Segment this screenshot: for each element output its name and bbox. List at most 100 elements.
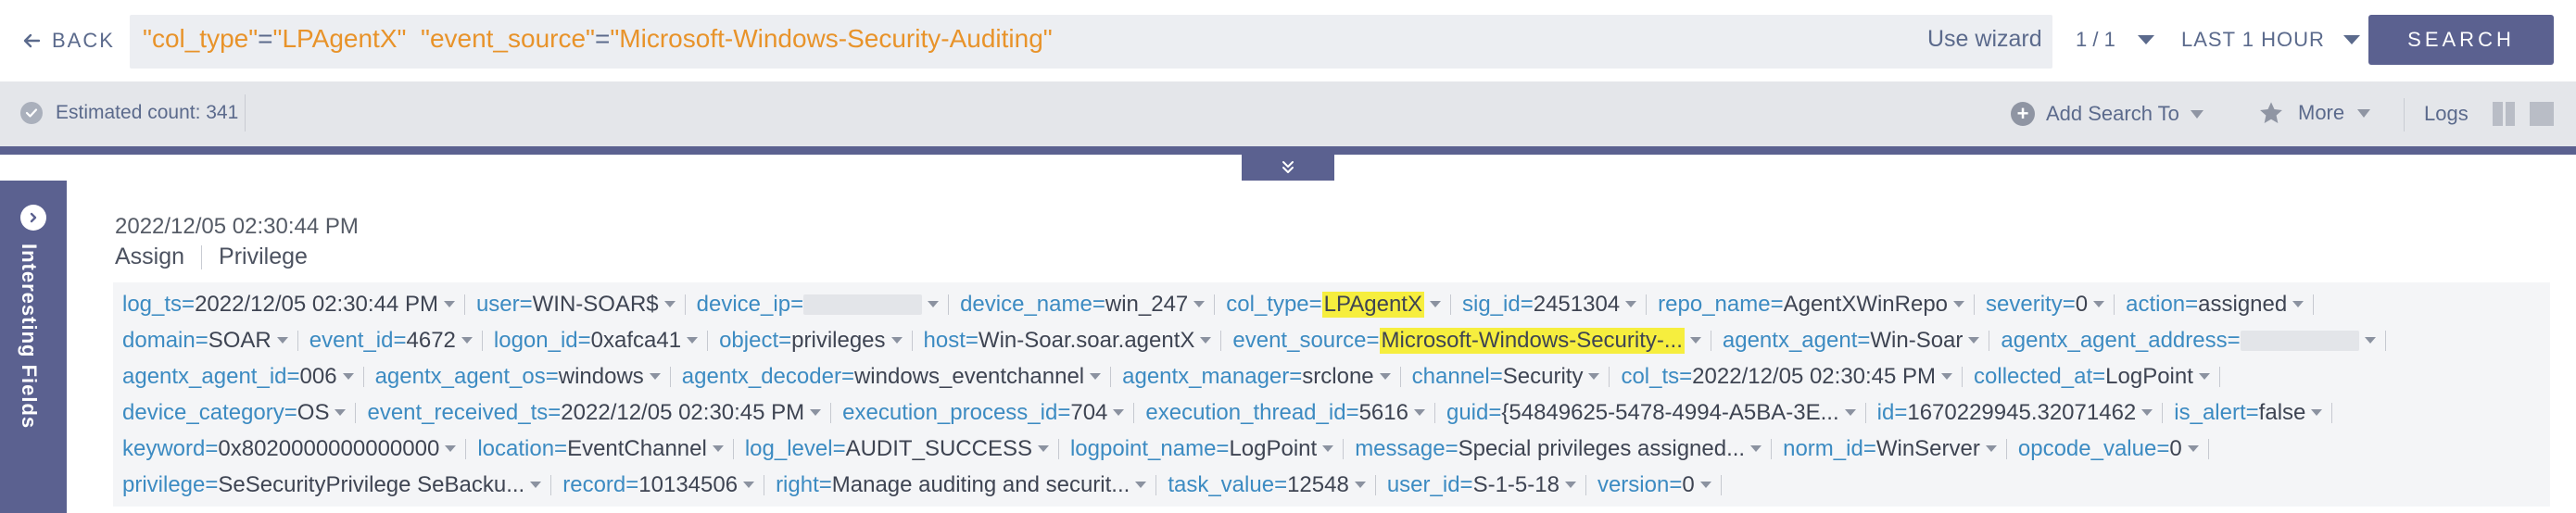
chevron-down-icon[interactable] — [1113, 409, 1125, 416]
field-device-name[interactable]: device_name=win_247 — [960, 292, 1206, 318]
field-agentx-agent-os[interactable]: agentx_agent_os=windows — [375, 364, 661, 390]
field-repo-name[interactable]: repo_name=AgentXWinRepo — [1658, 292, 1965, 318]
field-device-ip[interactable]: device_ip= — [697, 292, 940, 318]
field-guid[interactable]: guid={54849625-5478-4994-A5BA-3E... — [1446, 400, 1856, 426]
chevron-down-icon[interactable] — [2292, 301, 2305, 307]
search-button[interactable]: SEARCH — [2368, 15, 2554, 65]
split-view-icon[interactable] — [2493, 102, 2515, 126]
field-action[interactable]: action=assigned — [2126, 292, 2305, 318]
field-logon-id[interactable]: logon_id=0xafca41 — [494, 328, 699, 354]
back-button[interactable]: BACK — [22, 28, 115, 54]
field-id[interactable]: id=1670229945.32071462 — [1877, 400, 2153, 426]
field-agentx-agent-id[interactable]: agentx_agent_id=006 — [122, 364, 354, 390]
field-log-ts[interactable]: log_ts=2022/12/05 02:30:44 PM — [122, 292, 455, 318]
field-sig-id[interactable]: sig_id=2451304 — [1462, 292, 1637, 318]
field-channel[interactable]: channel=Security — [1412, 364, 1600, 390]
field-user[interactable]: user=WIN-SOAR$ — [476, 292, 676, 318]
field-message[interactable]: message=Special privileges assigned... — [1355, 436, 1762, 462]
chevron-down-icon[interactable] — [1689, 337, 1701, 344]
field-host[interactable]: host=Win-Soar.soar.agentX — [924, 328, 1212, 354]
chevron-down-icon[interactable] — [1699, 482, 1711, 488]
field-collected-at[interactable]: collected_at=LogPoint — [1974, 364, 2210, 390]
field-logpoint-name[interactable]: logpoint_name=LogPoint — [1070, 436, 1334, 462]
use-wizard-link[interactable]: Use wizard — [1927, 26, 2042, 52]
chevron-down-icon[interactable] — [1429, 301, 1441, 307]
field-norm-id[interactable]: norm_id=WinServer — [1783, 436, 1997, 462]
chevron-down-icon[interactable] — [530, 482, 542, 488]
field-privilege[interactable]: privilege=SeSecurityPrivilege SeBacku... — [122, 472, 542, 498]
chevron-down-icon[interactable] — [2093, 301, 2105, 307]
chevron-down-icon[interactable] — [1413, 409, 1425, 416]
chevron-down-icon[interactable] — [890, 337, 903, 344]
add-search-to-button[interactable]: + Add Search To — [2011, 102, 2203, 126]
chevron-down-icon[interactable] — [663, 301, 676, 307]
chevron-down-icon[interactable] — [1354, 482, 1366, 488]
chevron-down-icon[interactable] — [1193, 301, 1206, 307]
field-opcode-value[interactable]: opcode_value=0 — [2018, 436, 2199, 462]
chevron-down-icon[interactable] — [1200, 337, 1212, 344]
chevron-down-icon[interactable] — [1941, 373, 1953, 380]
chevron-down-icon[interactable] — [335, 409, 347, 416]
field-execution-thread-id[interactable]: execution_thread_id=5616 — [1145, 400, 1425, 426]
chevron-down-icon[interactable] — [1968, 337, 1980, 344]
chevron-down-icon[interactable] — [1985, 445, 1997, 452]
field-event-id[interactable]: event_id=4672 — [309, 328, 473, 354]
field-device-category[interactable]: device_category=OS — [122, 400, 347, 426]
time-range-dropdown[interactable]: LAST 1 HOUR — [2181, 28, 2360, 52]
chevron-down-icon[interactable] — [443, 301, 455, 307]
field-is-alert[interactable]: is_alert=false — [2174, 400, 2323, 426]
chevron-down-icon[interactable] — [2141, 409, 2153, 416]
field-location[interactable]: location=EventChannel — [477, 436, 724, 462]
chevron-down-icon[interactable] — [2187, 445, 2199, 452]
field-task-value[interactable]: task_value=12548 — [1168, 472, 1366, 498]
chevron-down-icon[interactable] — [276, 337, 288, 344]
chevron-down-icon[interactable] — [1588, 373, 1600, 380]
chevron-down-icon[interactable] — [1953, 301, 1965, 307]
field-agentx-agent-address[interactable]: agentx_agent_address= — [2001, 328, 2376, 354]
chevron-down-icon[interactable] — [1844, 409, 1856, 416]
chevron-down-icon[interactable] — [928, 301, 940, 307]
query-input[interactable]: "col_type"="LPAgentX" "event_source"="Mi… — [130, 15, 2052, 69]
field-agentx-agent[interactable]: agentx_agent=Win-Soar — [1723, 328, 1980, 354]
chevron-down-icon[interactable] — [445, 445, 457, 452]
more-button[interactable]: More — [2257, 100, 2371, 126]
field-user-id[interactable]: user_id=S-1-5-18 — [1387, 472, 1576, 498]
field-log-level[interactable]: log_level=AUDIT_SUCCESS — [745, 436, 1049, 462]
chevron-down-icon[interactable] — [2311, 409, 2323, 416]
chevron-down-icon[interactable] — [1135, 482, 1147, 488]
field-col-ts[interactable]: col_ts=2022/12/05 02:30:45 PM — [1621, 364, 1953, 390]
chevron-down-icon[interactable] — [1750, 445, 1762, 452]
chevron-down-icon[interactable] — [712, 445, 724, 452]
full-view-icon[interactable] — [2530, 102, 2554, 126]
chevron-down-icon[interactable] — [1564, 482, 1576, 488]
tag-privilege[interactable]: Privilege — [219, 244, 308, 269]
field-agentx-decoder[interactable]: agentx_decoder=windows_eventchannel — [682, 364, 1102, 390]
chevron-down-icon[interactable] — [1625, 301, 1637, 307]
collapse-toggle[interactable] — [1242, 155, 1334, 181]
field-event-source[interactable]: event_source=Microsoft-Windows-Security-… — [1232, 327, 1701, 354]
tag-assign[interactable]: Assign — [115, 244, 185, 269]
field-domain[interactable]: domain=SOAR — [122, 328, 288, 354]
chevron-down-icon[interactable] — [743, 482, 755, 488]
chevron-down-icon[interactable] — [649, 373, 661, 380]
field-keyword[interactable]: keyword=0x8020000000000000 — [122, 436, 457, 462]
chevron-down-icon[interactable] — [1090, 373, 1102, 380]
interesting-fields-panel[interactable]: Interesting Fields — [0, 181, 67, 513]
chevron-down-icon[interactable] — [1322, 445, 1334, 452]
chevron-down-icon[interactable] — [810, 409, 822, 416]
field-event-received-ts[interactable]: event_received_ts=2022/12/05 02:30:45 PM — [367, 400, 822, 426]
field-severity[interactable]: severity=0 — [1986, 292, 2105, 318]
chevron-down-icon[interactable] — [461, 337, 473, 344]
repo-pager[interactable]: 1 / 1 — [2076, 28, 2154, 52]
chevron-down-icon[interactable] — [1037, 445, 1049, 452]
field-right[interactable]: right=Manage auditing and securit... — [776, 472, 1147, 498]
chevron-down-icon[interactable] — [687, 337, 699, 344]
field-execution-process-id[interactable]: execution_process_id=704 — [842, 400, 1125, 426]
field-object[interactable]: object=privileges — [719, 328, 903, 354]
chevron-down-icon[interactable] — [342, 373, 354, 380]
chevron-down-icon[interactable] — [1379, 373, 1391, 380]
field-agentx-manager[interactable]: agentx_manager=srclone — [1122, 364, 1391, 390]
field-version[interactable]: version=0 — [1597, 472, 1711, 498]
chevron-down-icon[interactable] — [2198, 373, 2210, 380]
field-col-type[interactable]: col_type=LPAgentX — [1226, 291, 1441, 318]
